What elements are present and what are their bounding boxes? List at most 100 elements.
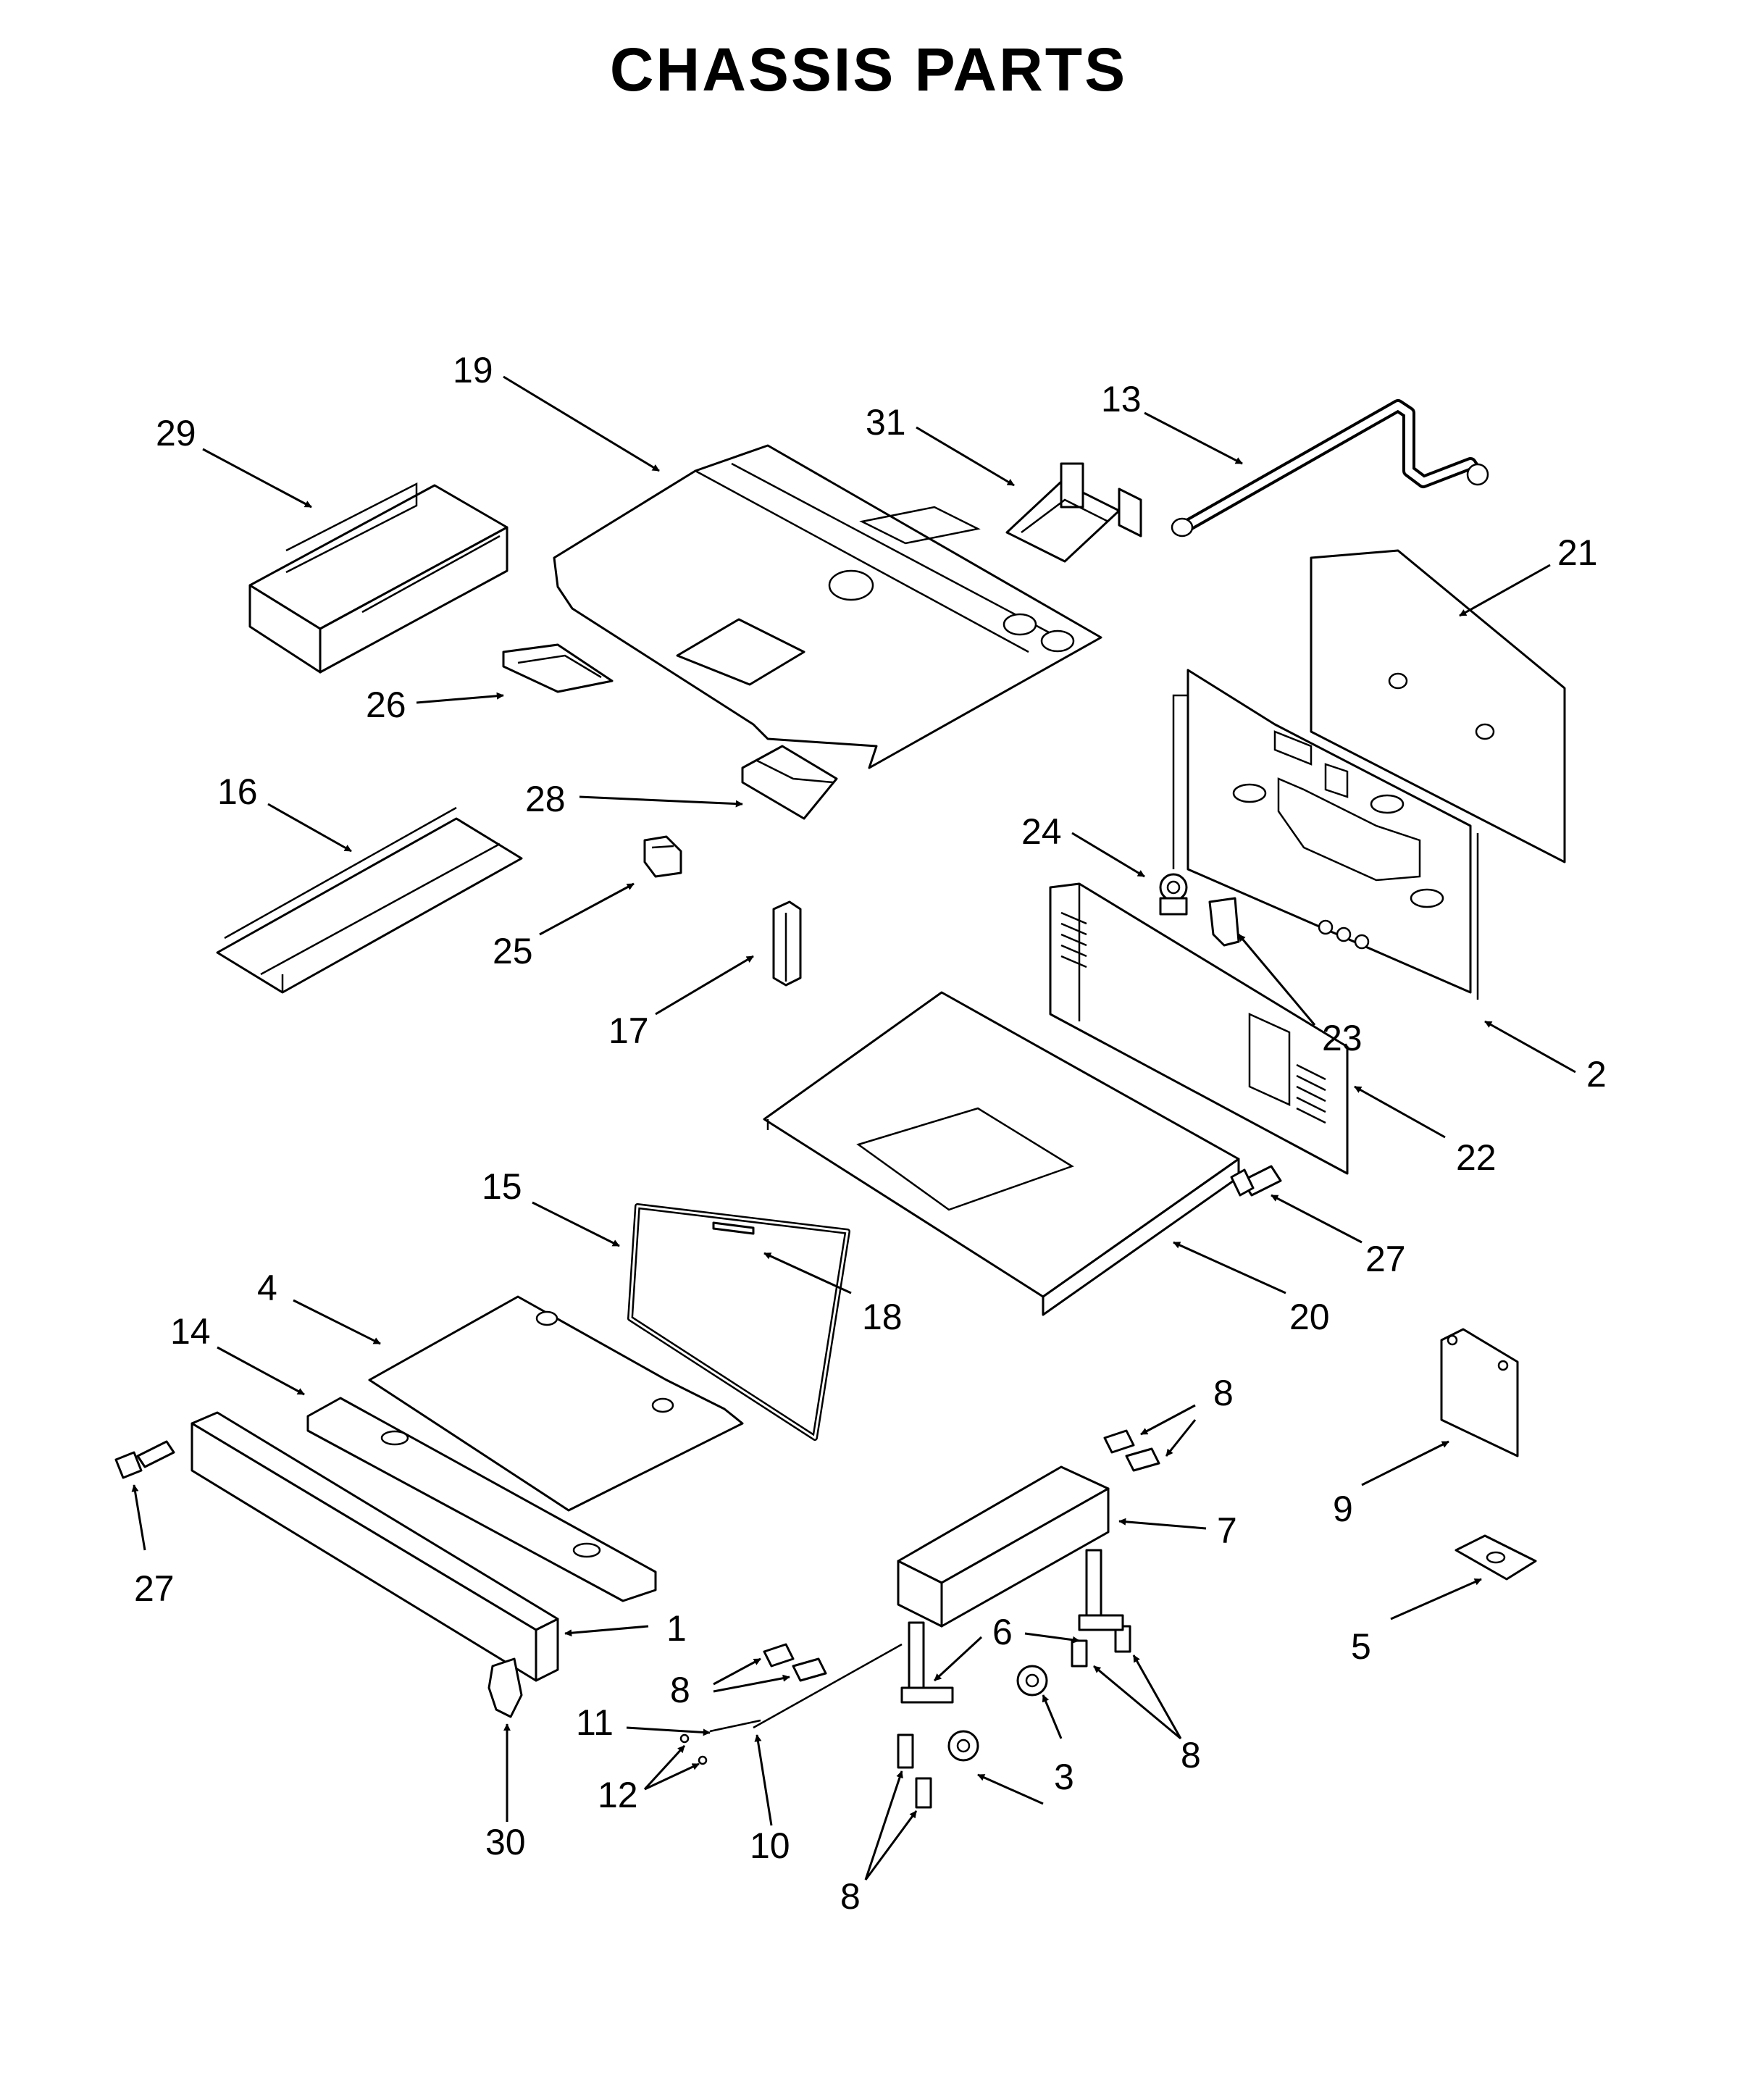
leader-18 [763,1252,852,1294]
leader-11 [626,1726,711,1736]
part-15-gasket [627,1203,850,1441]
part-3-caster [947,1665,1048,1762]
part-1-kick-panel [191,1411,559,1682]
leader-15 [532,1201,620,1247]
callout-29: 29 [156,413,196,453]
part-18-strip [712,1221,755,1235]
leader-19 [503,375,660,472]
callout-26: 26 [366,685,406,725]
callout-15: 15 [482,1166,522,1207]
leader-31 [916,426,1015,487]
part-27-screw-lower [114,1440,175,1479]
part-5-insulator-plate [1455,1534,1537,1581]
leader-14 [217,1346,305,1396]
callout-numbers: 29 19 31 13 21 26 28 16 25 24 17 23 2 22… [134,350,1607,1917]
part-25-switch [643,835,682,878]
leader-2 [1484,1020,1576,1074]
callout-17: 17 [608,1011,649,1051]
callout-28: 28 [525,779,566,819]
part-19-base-plate [553,444,1102,769]
diagram-title: CHASSIS PARTS [609,35,1128,104]
part-27-screw-upper [1230,1165,1282,1197]
leader-23 [1237,934,1316,1026]
callout-13: 13 [1101,379,1142,419]
leader-lines [131,375,1576,1881]
leader-25 [539,882,635,936]
leader-3a [1042,1694,1063,1739]
leader-8c2 [1132,1655,1182,1739]
leader-29 [202,448,312,509]
callout-30: 30 [485,1822,526,1862]
leader-4 [293,1299,381,1345]
callout-7: 7 [1217,1510,1237,1551]
callout-8d: 8 [840,1876,861,1917]
callout-12: 12 [598,1775,638,1815]
leader-17 [655,955,754,1016]
part-31-bracket [1005,462,1142,563]
leader-24 [1071,832,1145,878]
part-12-pins [679,1733,708,1765]
leader-21 [1459,564,1551,617]
part-26-bracket [502,643,614,693]
leader-6b [933,1636,983,1682]
leader-16 [267,803,352,853]
part-30-clip [487,1657,523,1718]
leader-27a [1271,1194,1363,1244]
callout-27b: 27 [134,1568,175,1609]
part-14-trim-strip [306,1397,657,1602]
part-29-tray [248,482,508,674]
part-21-rear-panel [1310,549,1566,863]
leader-13 [1144,411,1243,465]
callout-10: 10 [750,1825,790,1866]
callout-23: 23 [1322,1018,1363,1058]
callout-8c: 8 [1181,1735,1201,1775]
leader-12a [643,1744,686,1791]
callout-8b: 8 [670,1670,690,1710]
callout-20: 20 [1289,1297,1330,1337]
callout-11: 11 [576,1702,614,1743]
leader-8d2 [864,1810,918,1881]
callout-31: 31 [866,402,906,443]
callout-25: 25 [493,931,533,971]
leader-8d1 [864,1770,903,1881]
part-4-insulation-panel [368,1295,744,1512]
callout-16: 16 [217,771,258,812]
leader-20 [1173,1241,1286,1294]
leader-6a [1024,1632,1080,1644]
callout-14: 14 [170,1311,211,1352]
callout-18: 18 [862,1297,903,1337]
leader-8c1 [1093,1665,1181,1740]
part-16-rail [216,806,523,994]
callout-21: 21 [1557,532,1598,573]
part-17-hinge [772,900,802,987]
part-7-leg-bracket [897,1465,1110,1628]
leader-27b [131,1484,146,1551]
callout-3: 3 [1054,1757,1074,1797]
callout-4: 4 [257,1268,277,1308]
part-24-valve [1159,873,1188,916]
leader-12b [644,1762,700,1791]
part-13-gas-tube [1171,399,1489,537]
callout-22: 22 [1456,1137,1497,1178]
leader-5 [1390,1578,1482,1620]
callout-2: 2 [1586,1054,1607,1095]
leader-8b2 [713,1674,790,1693]
callout-27a: 27 [1365,1239,1406,1279]
part-28-bracket [741,745,838,820]
leader-9 [1361,1440,1449,1486]
leader-8a1 [1140,1404,1196,1436]
leader-1 [564,1625,649,1637]
callout-6: 6 [992,1612,1013,1652]
part-22-side-panel [1049,882,1349,1175]
leader-8b1 [713,1657,761,1686]
part-6-leveling-leg [900,1549,1124,1704]
callout-5: 5 [1351,1626,1371,1667]
part-11-pin [709,1719,761,1733]
leader-10 [754,1734,773,1826]
part-2-back-wall [1172,669,1479,1000]
part-23-clip [1208,897,1240,947]
callout-8a: 8 [1213,1373,1234,1413]
leader-26 [416,692,504,704]
leader-3b [977,1773,1044,1805]
